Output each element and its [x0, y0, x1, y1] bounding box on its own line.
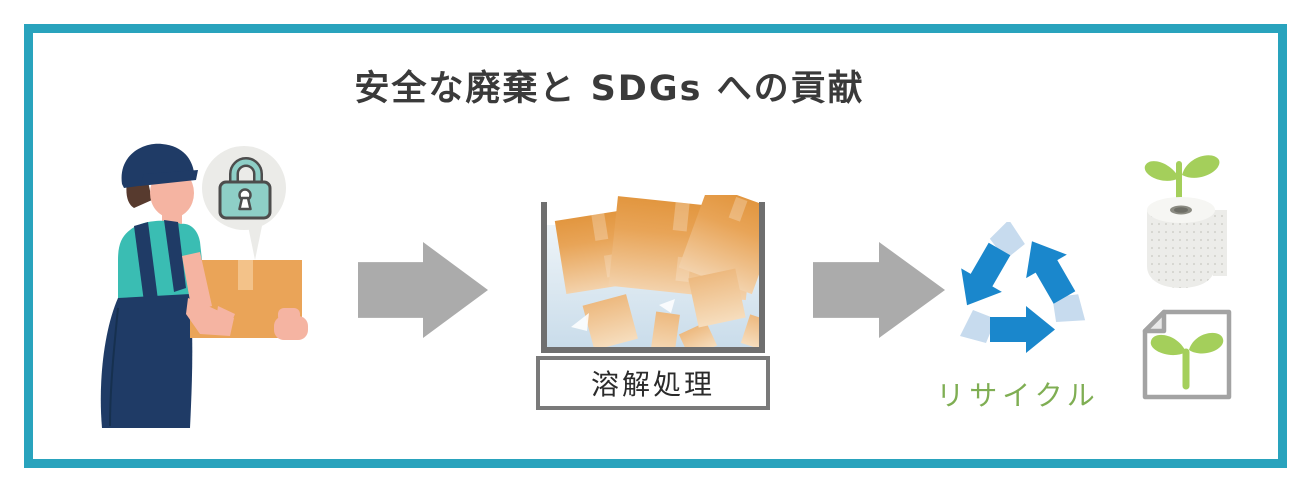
dissolving-boxes: [554, 195, 759, 347]
tank-walls: [541, 202, 765, 353]
padlock-icon: [218, 157, 272, 220]
sprout-icon: [1150, 332, 1224, 390]
recycle-label: リサイクル: [936, 379, 1100, 412]
padlock-speech-bubble-icon: [202, 146, 286, 260]
dissolving-tank-icon: [541, 195, 765, 353]
toilet-paper-roll-with-sprout-icon: [1144, 155, 1227, 288]
worker-with-box-icon: [100, 143, 308, 428]
page-title: 安全な廃棄と SDGs への貢献: [354, 69, 865, 109]
recycle-arrows-icon: [950, 222, 1086, 353]
worker-arms: [182, 252, 308, 340]
dissolution-label: 溶解処理: [536, 356, 770, 410]
recycled-paper-with-sprout-icon: [1142, 309, 1232, 400]
flow-arrow-icon: [813, 242, 945, 338]
delivery-worker-figure: [100, 143, 202, 428]
flow-arrow-icon: [358, 242, 488, 338]
